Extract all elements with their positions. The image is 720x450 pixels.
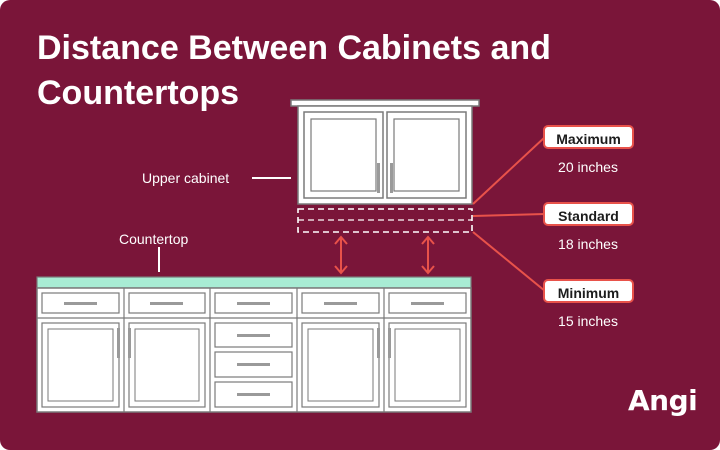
upper-cabinet-door-right-panel [393, 118, 460, 192]
upper-handle-left [377, 163, 380, 193]
upper-cabinet [290, 99, 480, 205]
lower-door-1 [41, 322, 120, 408]
lower-door-2 [128, 322, 206, 408]
stack-drawer-1 [214, 322, 293, 348]
title-line-1: Distance Between Cabinets and [37, 29, 551, 67]
lower-door-4 [388, 322, 467, 408]
clearance-zone [297, 208, 473, 233]
title-line-2: Countertops [37, 74, 240, 112]
upper-cabinet-crown [290, 99, 480, 107]
maximum-value: 20 inches [558, 159, 618, 175]
countertop-label: Countertop [119, 231, 189, 247]
distance-arrow-right [421, 235, 435, 275]
standard-value: 18 inches [558, 236, 618, 252]
countertop-slab [36, 276, 472, 289]
upper-handle-right [390, 163, 393, 193]
lower-door-3 [301, 322, 380, 408]
upper-cabinet-door-left [303, 111, 384, 199]
standard-pill: Standard [543, 202, 634, 226]
upper-cabinet-label: Upper cabinet [142, 170, 230, 186]
minimum-value: 15 inches [558, 313, 618, 329]
upper-cabinet-door-left-panel [310, 118, 377, 192]
distance-arrow-left [334, 235, 348, 275]
callout-line-minimum [472, 231, 546, 292]
callout-line-maximum [472, 136, 546, 205]
lower-cabinets [36, 287, 472, 413]
callout-line-standard [472, 213, 546, 217]
minimum-pill: Minimum [543, 279, 634, 303]
upper-cabinet-door-right [386, 111, 467, 199]
maximum-pill: Maximum [543, 125, 634, 149]
brand-logo: Angi [628, 384, 698, 417]
